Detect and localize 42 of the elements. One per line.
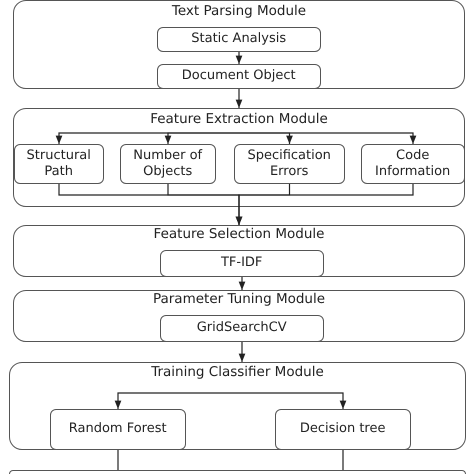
- box-label: Document Object: [182, 68, 296, 84]
- box-label: Code Information: [374, 148, 452, 180]
- process-box: [274, 408, 411, 450]
- connector-line: [342, 450, 344, 470]
- arrow: [236, 52, 242, 64]
- arrow: [238, 342, 246, 362]
- process-box: [160, 314, 324, 342]
- arrow: [225, 132, 416, 144]
- process-box: [50, 408, 186, 450]
- process-box: [360, 144, 465, 184]
- process-box: [14, 144, 104, 184]
- module-box: [13, 225, 465, 277]
- module-title: Feature Extraction Module: [149, 111, 329, 127]
- connector-line: [117, 450, 119, 470]
- process-box: [156, 26, 321, 52]
- process-box: [234, 144, 345, 184]
- box-label: Random Forest: [68, 421, 167, 437]
- module-title: Text Parsing Module: [170, 3, 308, 19]
- arrow: [230, 392, 346, 409]
- box-label: TF-IDF: [220, 255, 262, 271]
- box-label: Structural Path: [26, 148, 92, 180]
- box-label: GridSearchCV: [196, 320, 287, 336]
- box-label: Number of Objects: [132, 148, 204, 180]
- box-label: Static Analysis: [191, 31, 286, 47]
- module-box: [9, 362, 466, 450]
- process-box: [120, 144, 216, 184]
- process-box: [156, 64, 321, 89]
- module-title: Feature Selection Module: [152, 226, 326, 242]
- box-label: Decision tree: [300, 421, 386, 437]
- module-box: [13, 0, 465, 89]
- arrow: [236, 184, 414, 225]
- module-box: [13, 290, 465, 342]
- box-shape: [9, 470, 466, 474]
- process-box: [160, 250, 324, 277]
- arrow: [238, 277, 246, 290]
- arrow: [114, 392, 230, 409]
- arrow: [164, 132, 225, 144]
- box-label: Specification Errors: [246, 148, 332, 180]
- module-title: Parameter Tuning Module: [152, 291, 326, 307]
- arrow: [236, 89, 242, 108]
- module-title: Training Classifier Module: [150, 364, 325, 380]
- module-box: [13, 108, 465, 207]
